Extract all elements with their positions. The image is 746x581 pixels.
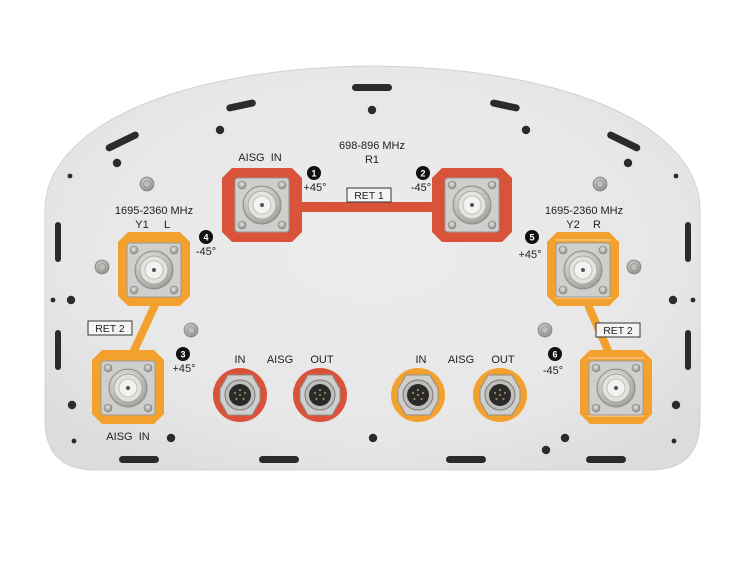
aisg-in-connector-red [219,374,261,416]
port-6-badge: 6 [548,347,562,361]
port-3-badge: 3 [176,347,190,361]
ret2-left-label: RET 2 [95,323,125,335]
port-4-badge: 4 [199,230,213,244]
aisg-red-in-label: IN [235,354,246,366]
port-3-polarization: +45° [172,363,195,375]
rf-port-3-connector [100,360,156,416]
ret2-left-label-box [87,320,133,336]
port-5-badge: 5 [525,230,539,244]
ret1-label: RET 1 [354,190,384,202]
port-1-polarization: +45° [303,182,326,194]
aisg-group-orange [391,368,527,422]
band-r1-low [222,168,512,242]
port-6-polarization: -45° [543,365,563,377]
panel-body [44,65,701,471]
rf-port-2-connector [444,177,500,233]
rf-port-1-connector [234,177,290,233]
aisg-red-out-label: OUT [310,354,334,366]
band-y2-side: R [593,219,601,231]
svg-text:2: 2 [420,169,425,179]
band-y2-frequency: 1695-2360 MHz [545,205,623,217]
band-r1-frequency: 698-896 MHz [339,140,405,152]
ret1-label-box [346,187,392,203]
band-y1-frequency: 1695-2360 MHz [115,205,193,217]
ret2-right-label: RET 2 [603,325,633,337]
svg-text:5: 5 [529,233,534,243]
aisg-orange-title: AISG [448,354,474,366]
rf-port-5-connector [555,242,611,298]
rf-port-4-connector [126,242,182,298]
band-y1-array: Y1 [135,219,148,231]
port-5-polarization: +45° [518,249,541,261]
svg-text:4: 4 [203,233,208,243]
aisg-out-connector-red [299,374,341,416]
band-y1-high-left [92,232,190,424]
port-4-polarization: -45° [196,246,216,258]
port-2-polarization: -45° [411,182,431,194]
port-2-badge: 2 [416,166,430,180]
aisg-orange-in-label: IN [416,354,427,366]
svg-text:3: 3 [180,350,185,360]
svg-text:6: 6 [552,350,557,360]
band-y1-side: L [164,219,170,231]
ret2-right-label-box [595,322,641,338]
rf-port-6-connector [588,360,644,416]
port-1-badge: 1 [307,166,321,180]
aisg-group-red [213,368,347,422]
aisg-out-connector-orange [479,374,521,416]
aisg-red-title: AISG [267,354,293,366]
band-y2-array: Y2 [566,219,579,231]
band-r1-array: R1 [365,154,379,166]
port-3-aisg-in-label: AISG IN [106,431,149,443]
aisg-orange-out-label: OUT [491,354,515,366]
mounting-slots [55,84,691,463]
svg-text:1: 1 [311,169,316,179]
aisg-in-connector-orange [397,374,439,416]
port-1-aisg-in-label: AISG IN [238,152,281,164]
